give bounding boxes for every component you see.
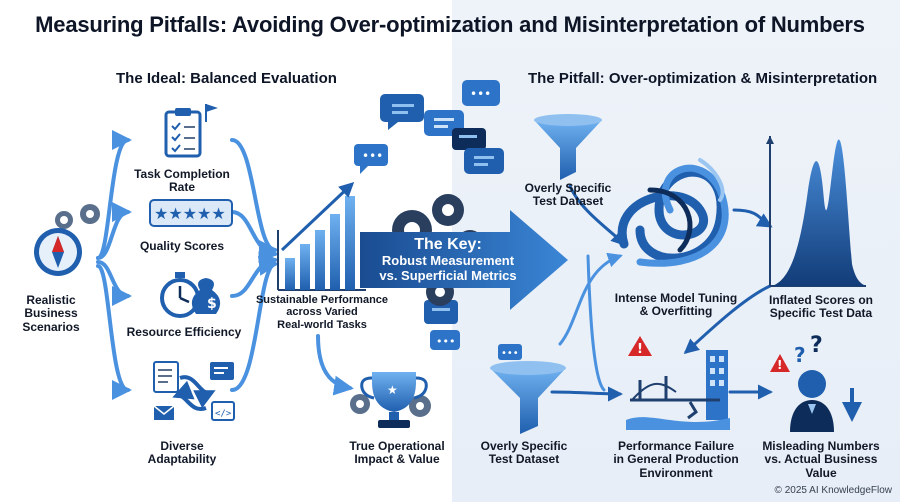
svg-text:!: ! (637, 342, 643, 357)
label-model-tuning: Intense Model Tuning & Overfitting (614, 291, 738, 319)
label-inflated-scores: Inflated Scores on Specific Test Data (768, 293, 874, 321)
key-callout: The Key: Robust Measurement vs. Superfic… (362, 236, 534, 284)
funnel-bottom-icon (490, 361, 566, 434)
copyright-notice: © 2025 AI KnowledgeFlow (774, 485, 892, 496)
svg-text:★★★★★: ★★★★★ (154, 204, 226, 223)
left-connectors (96, 130, 354, 400)
svg-text:?: ? (794, 343, 806, 367)
key-subtitle: Robust Measurement vs. Superficial Metri… (379, 253, 517, 283)
label-sustainable-performance: Sustainable Performance across Varied Re… (255, 294, 389, 331)
label-realistic-scenarios: Realistic Business Scenarios (22, 293, 80, 334)
svg-text:?: ? (810, 333, 823, 358)
chat-bubbles-icon: ••• ••• ••• ••• (354, 80, 522, 360)
svg-text:!: ! (777, 358, 782, 372)
label-resource-efficiency: Resource Efficiency (126, 325, 242, 339)
label-diverse-adaptability: Diverse Adaptability (147, 439, 217, 467)
trophy-gears-icon: ★ (350, 372, 431, 428)
pitfall-section-heading: The Pitfall: Over-optimization & Misinte… (528, 70, 878, 87)
stopwatch-money-icon: $ (160, 272, 221, 318)
svg-text:$: $ (207, 296, 217, 312)
label-task-completion: Task Completion Rate (134, 167, 230, 195)
broken-bridge-icon: ! (626, 336, 730, 430)
funnel-top-icon (534, 114, 602, 180)
svg-text:•••: ••• (362, 149, 383, 163)
label-performance-failure: Performance Failure in General Productio… (613, 439, 739, 480)
key-title: The Key: (414, 236, 482, 253)
clipboard-checklist-icon (164, 104, 218, 158)
label-true-impact: True Operational Impact & Value (349, 439, 445, 467)
page-title: Measuring Pitfalls: Avoiding Over-optimi… (35, 12, 865, 37)
growth-bar-chart-icon (277, 181, 366, 291)
svg-text:</>: </> (215, 409, 232, 419)
label-dataset-bottom: Overly Specific Test Dataset (480, 439, 568, 467)
inflated-peaks-chart-icon (766, 136, 866, 287)
confused-person-icon: ! ? ? (770, 333, 862, 432)
svg-text:•••: ••• (470, 87, 491, 101)
key-arrow-shape (360, 210, 568, 310)
label-dataset-top: Overly Specific Test Dataset (524, 181, 612, 209)
svg-text:•••: ••• (436, 335, 455, 348)
label-misleading-numbers: Misleading Numbers vs. Actual Business V… (762, 439, 880, 480)
compass-gears-icon (34, 204, 100, 276)
svg-text:★: ★ (387, 383, 398, 397)
svg-text:•••: ••• (501, 348, 519, 359)
star-rating-icon: ★★★★★ (149, 199, 233, 227)
documents-arrows-icon: </> (153, 361, 235, 421)
ideal-section-heading: The Ideal: Balanced Evaluation (116, 70, 337, 87)
tangled-tuning-icon (617, 158, 729, 267)
label-quality-scores: Quality Scores (139, 239, 225, 253)
